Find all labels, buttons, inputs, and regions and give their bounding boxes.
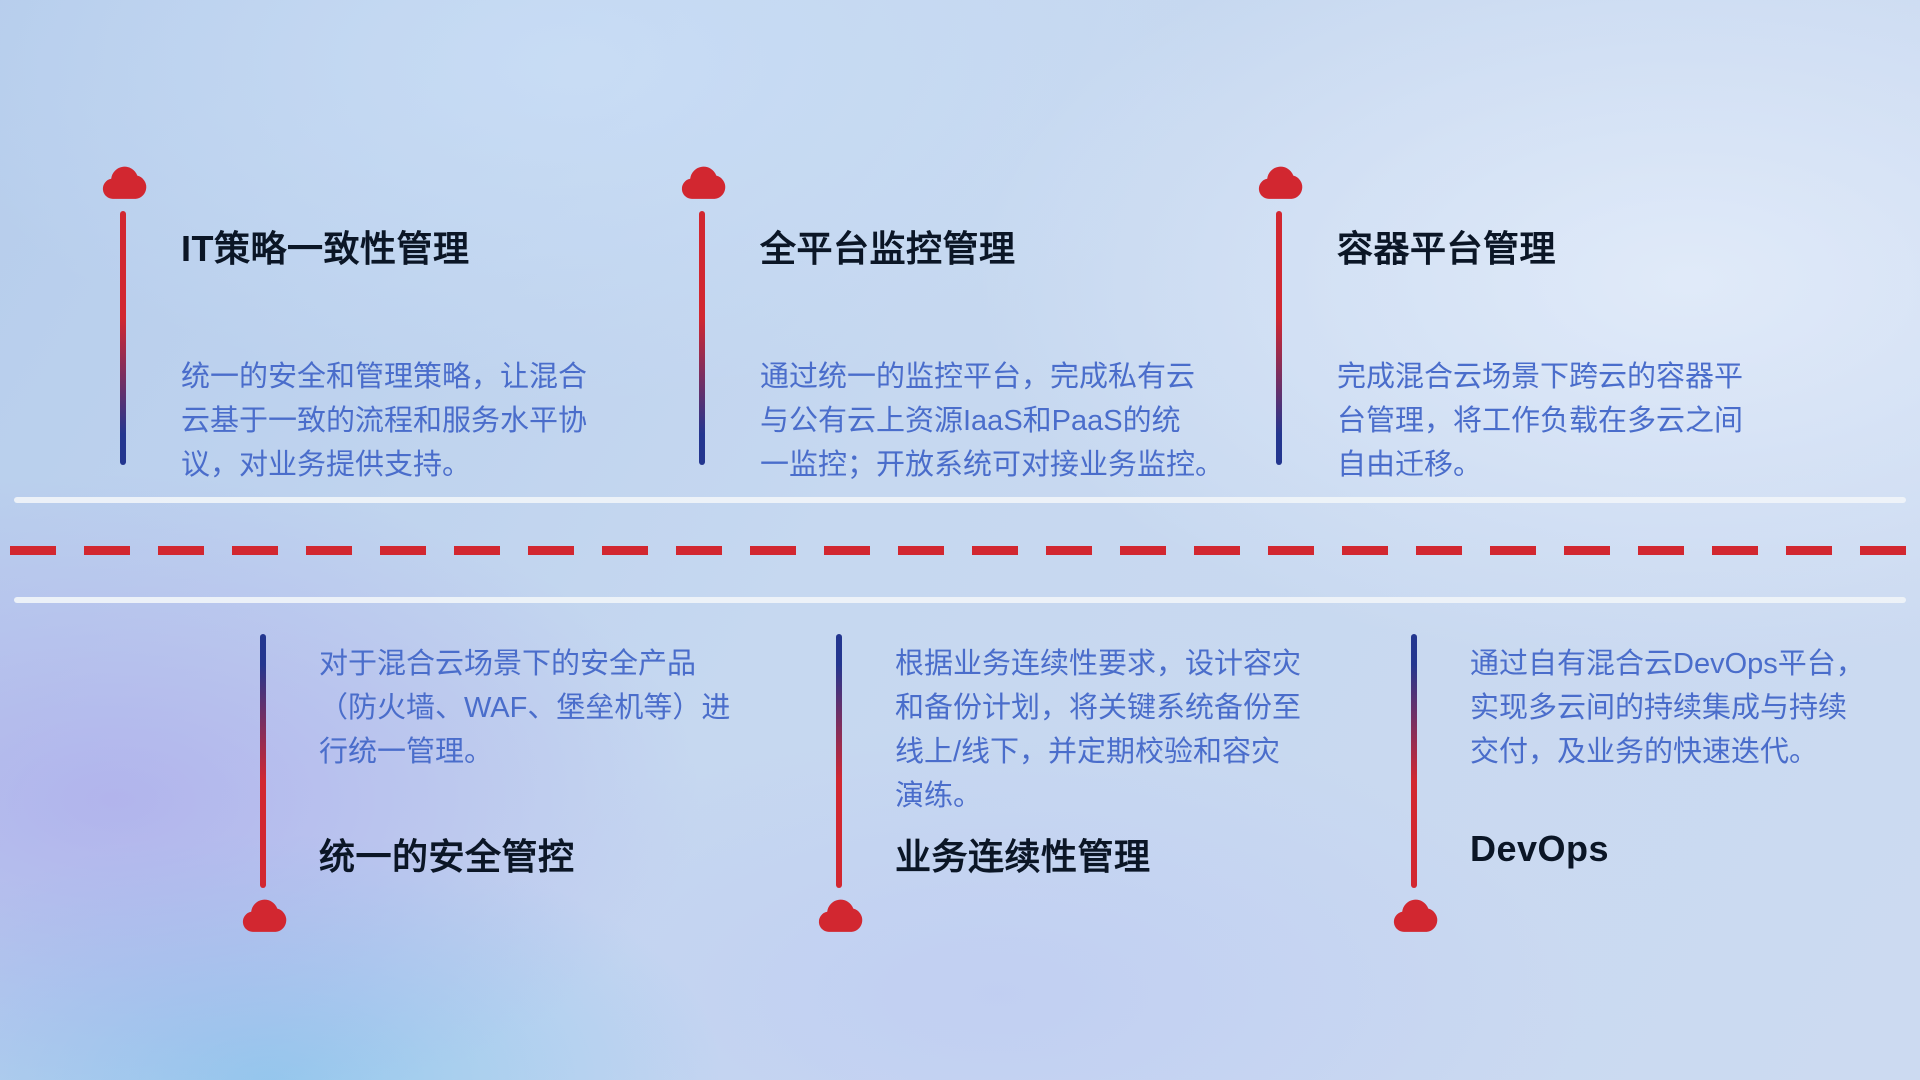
item-description: 完成混合云场景下跨云的容器平 台管理，将工作负载在多云之间 自由迁移。: [1337, 361, 1744, 481]
item-description: 通过自有混合云DevOps平台， 实现多云间的持续集成与持续 交付，及业务的快速…: [1470, 648, 1865, 768]
cloud-icon: [675, 163, 729, 201]
item-title: DevOps: [1470, 828, 1610, 869]
timeline-dashed-line: [10, 546, 1920, 555]
timeline-stem: [260, 634, 266, 888]
item-description: 通过统一的监控平台，完成私有云 与公有云上资源IaaS和PaaS的统 一监控；开…: [760, 361, 1225, 481]
timeline-solid-line-bottom: [14, 597, 1906, 603]
item-description: 统一的安全和管理策略，让混合 云基于一致的流程和服务水平协 议，对业务提供支持。: [181, 361, 588, 481]
cloud-icon: [1252, 163, 1306, 201]
item-title: 容器平台管理: [1337, 228, 1557, 269]
item-title: 统一的安全管控: [319, 836, 575, 877]
cloud-icon: [96, 163, 150, 201]
cloud-icon: [812, 896, 866, 934]
timeline-stem: [699, 211, 705, 465]
item-description: 根据业务连续性要求，设计容灾 和备份计划，将关键系统备份至 线上/线下，并定期校…: [895, 648, 1302, 812]
item-description: 对于混合云场景下的安全产品 （防火墙、WAF、堡垒机等）进 行统一管理。: [319, 648, 731, 768]
timeline-stem: [120, 211, 126, 465]
timeline-stem: [1411, 634, 1417, 888]
item-title: 全平台监控管理: [760, 228, 1016, 269]
item-title: IT策略一致性管理: [181, 228, 470, 269]
timeline-stem: [836, 634, 842, 888]
cloud-icon: [1387, 896, 1441, 934]
cloud-icon: [236, 896, 290, 934]
timeline-stem: [1276, 211, 1282, 465]
timeline-solid-line-top: [14, 497, 1906, 503]
item-title: 业务连续性管理: [895, 836, 1151, 877]
